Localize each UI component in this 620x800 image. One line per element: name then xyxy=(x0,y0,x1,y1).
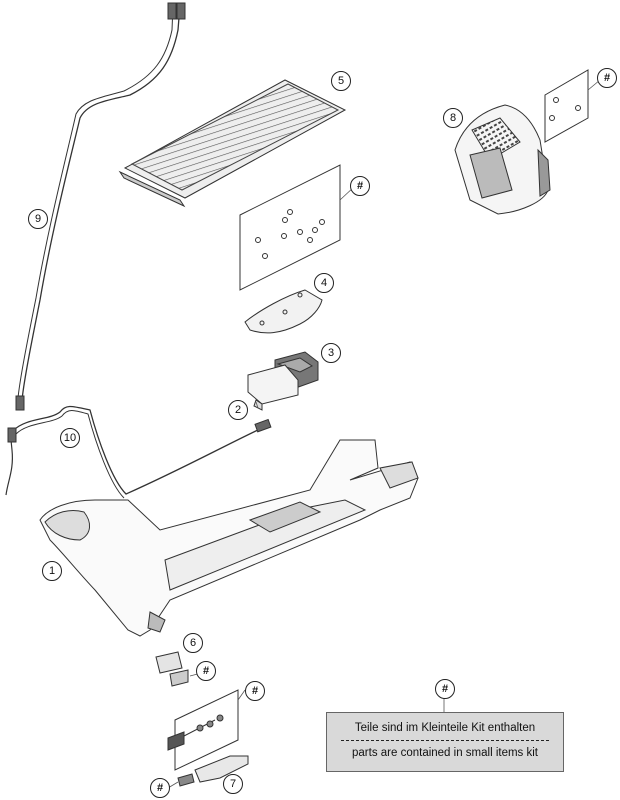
callout-part-5: 5 xyxy=(331,71,351,91)
callout-part-9: 9 xyxy=(28,209,48,229)
screw-set-sheet xyxy=(167,689,239,771)
kit-note-box: Teile sind im Kleinteile Kit enthalten p… xyxy=(326,712,564,772)
clip-part-6 xyxy=(155,651,189,687)
callout-part-8: 8 xyxy=(443,108,463,128)
cable-part-10 xyxy=(5,405,272,499)
note-divider xyxy=(341,740,549,741)
callout-kit-clip: # xyxy=(196,661,216,681)
bracket-part-1 xyxy=(39,439,419,637)
callout-part-1: 1 xyxy=(42,561,62,581)
callout-kit-note: # xyxy=(435,679,455,699)
housing-part-8 xyxy=(454,104,551,215)
small-parts-sheet xyxy=(239,164,341,291)
callout-kit-latch: # xyxy=(150,778,170,798)
callout-part-4: 4 xyxy=(314,273,334,293)
callout-part-10: 10 xyxy=(60,428,80,448)
callout-kit-top-right: # xyxy=(597,68,617,88)
connector-part-2 xyxy=(247,364,299,411)
cable-part-9 xyxy=(15,2,186,411)
grill-part-5 xyxy=(118,79,347,208)
note-line-english: parts are contained in small items kit xyxy=(352,747,538,759)
callout-part-6: 6 xyxy=(183,633,203,653)
callout-part-7: 7 xyxy=(223,774,243,794)
latch-part-7 xyxy=(177,755,249,787)
callout-kit-upper: # xyxy=(350,176,370,196)
callout-part-2: 2 xyxy=(228,400,248,420)
note-line-german: Teile sind im Kleinteile Kit enthalten xyxy=(354,722,536,734)
callout-part-3: 3 xyxy=(321,343,341,363)
small-parts-sheet-right xyxy=(544,69,589,143)
plate-part-4 xyxy=(244,289,323,334)
callout-kit-screws: # xyxy=(245,681,265,701)
